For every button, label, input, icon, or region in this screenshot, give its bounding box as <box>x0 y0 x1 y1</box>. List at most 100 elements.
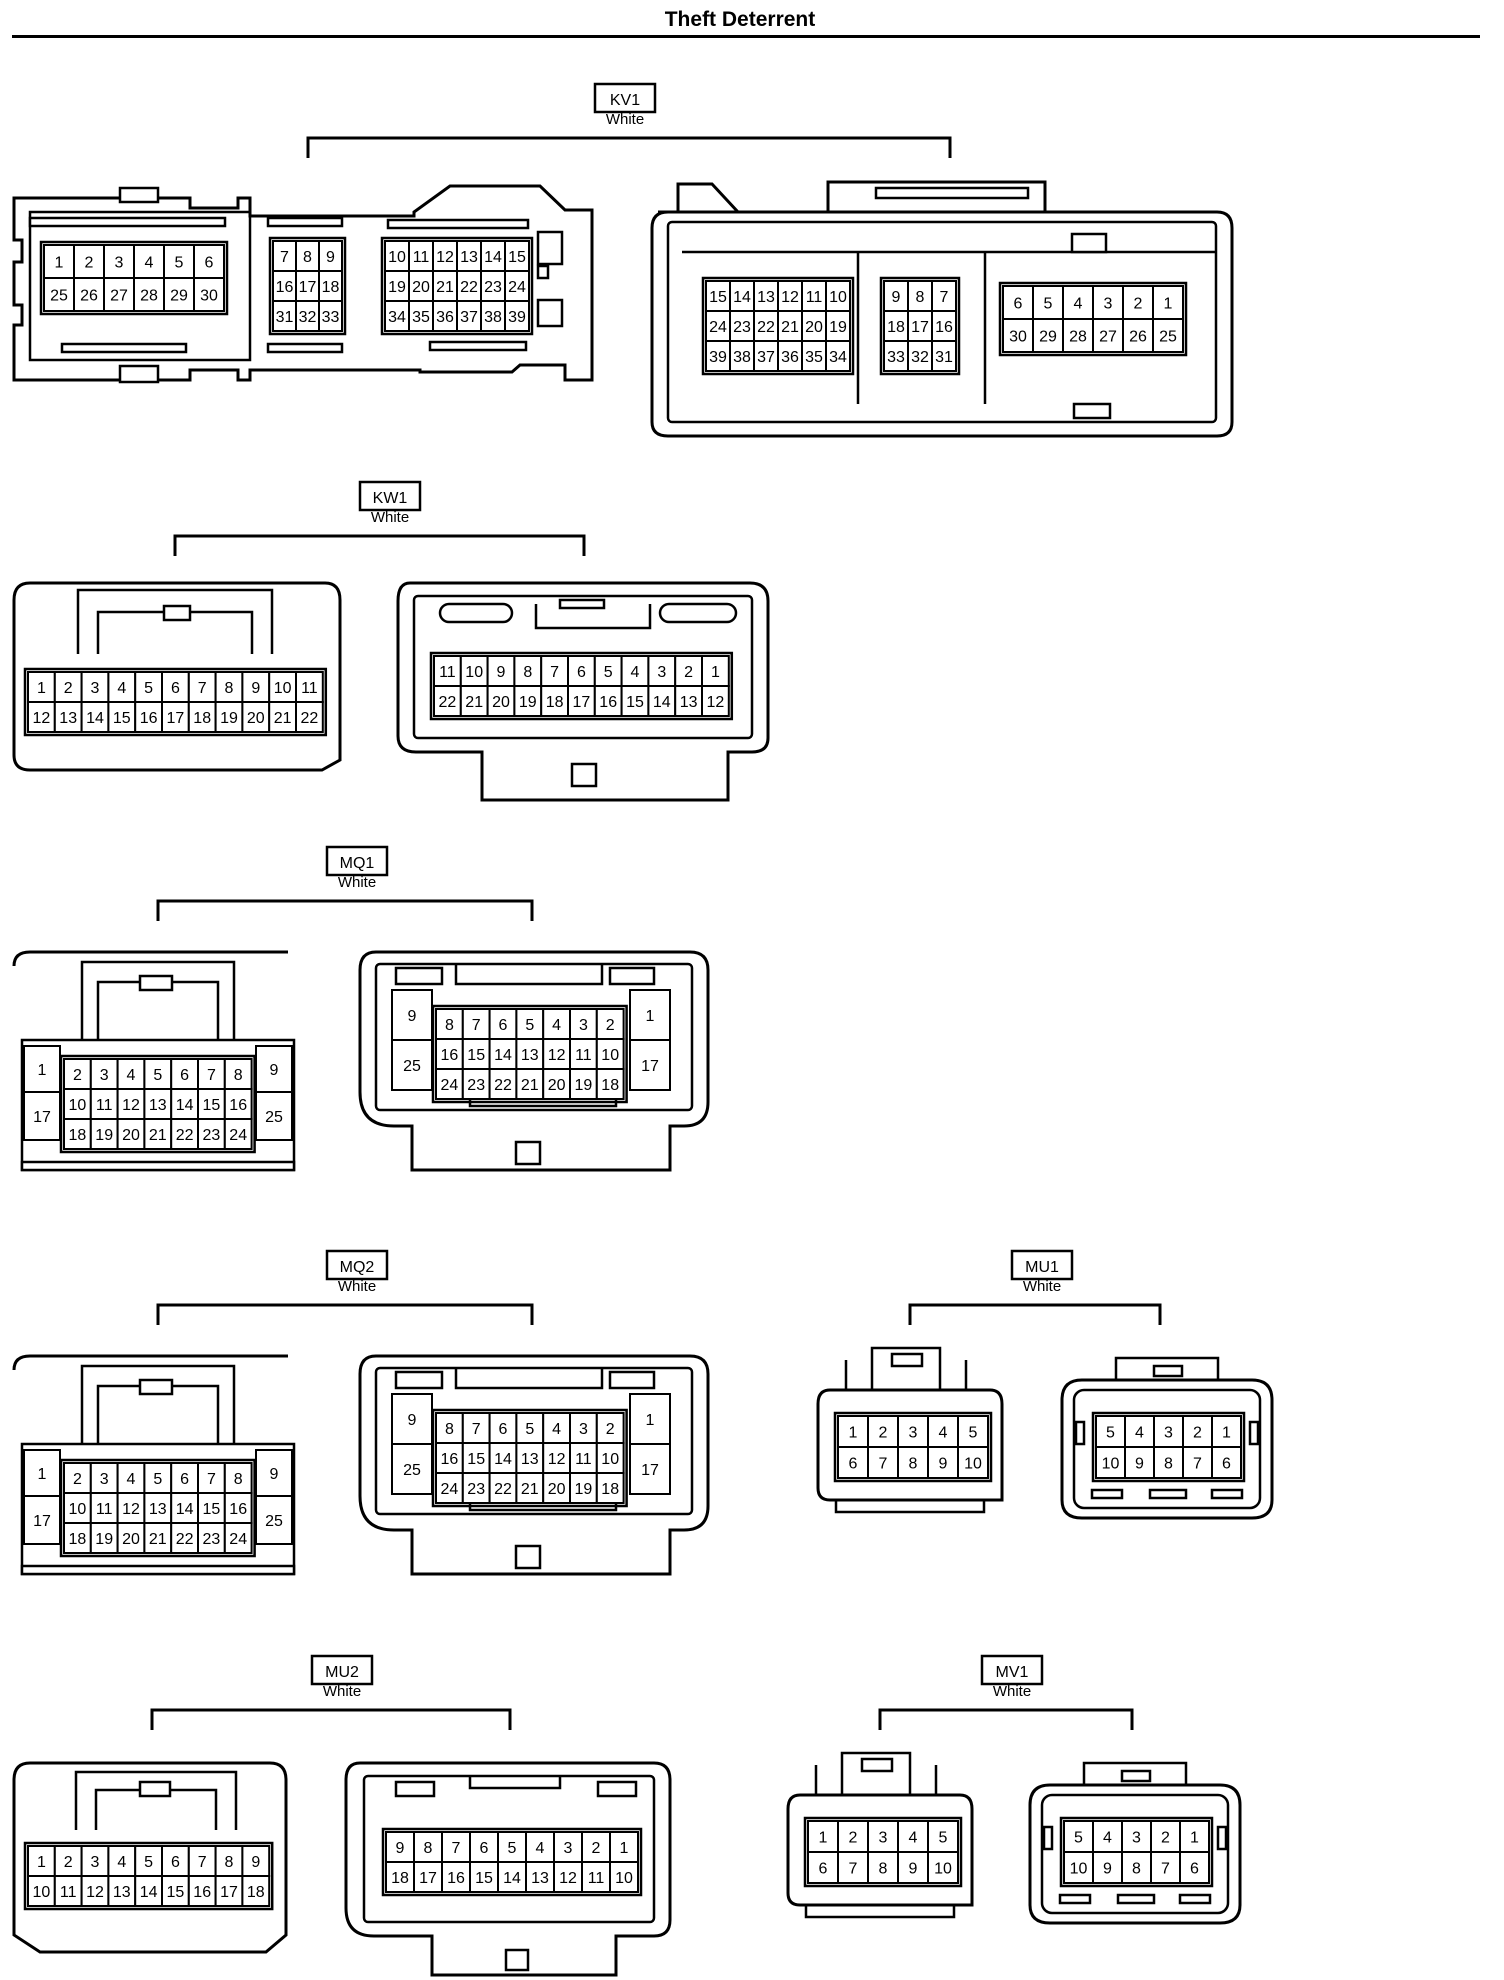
pin-number: 24 <box>229 1127 247 1144</box>
pin-number: 31 <box>935 349 953 366</box>
pin-number: 35 <box>412 309 430 326</box>
pin-number: 3 <box>1104 296 1113 313</box>
pin-block <box>998 281 1188 357</box>
pin-number: 12 <box>781 289 799 306</box>
pin-cell <box>581 1861 611 1893</box>
pin-number: 6 <box>171 680 180 697</box>
mq-right-slot <box>608 1370 656 1390</box>
connector-id-box <box>325 845 389 877</box>
pin-number: 5 <box>153 1471 162 1488</box>
small-left-housing <box>816 1388 1004 1502</box>
pin-number: 13 <box>460 249 478 266</box>
kv1-right-slot <box>1072 402 1112 420</box>
pin-number: 9 <box>892 289 901 306</box>
pin-number: 19 <box>220 710 238 727</box>
pin-cell <box>504 270 530 302</box>
pin-number: 32 <box>911 349 929 366</box>
pin-number: 23 <box>203 1127 221 1144</box>
pin-cell <box>1121 1820 1152 1853</box>
pin-block <box>59 1458 256 1558</box>
pin-cell <box>825 340 851 372</box>
pin-cell <box>593 685 623 717</box>
pin-number: 5 <box>969 1425 978 1442</box>
pin-number: 9 <box>251 680 260 697</box>
pin-number: 17 <box>911 319 929 336</box>
pin-number: 13 <box>531 1870 549 1887</box>
small-right-rail <box>1058 1893 1092 1905</box>
small-left-lock <box>840 1751 912 1795</box>
pin-cell <box>432 270 458 302</box>
pin-number: 24 <box>709 319 727 336</box>
pin-cell <box>27 1845 56 1877</box>
pin-number: 1 <box>37 680 46 697</box>
pin-number: 26 <box>1129 329 1147 346</box>
pin-number: 1 <box>55 255 64 272</box>
pin-cell <box>107 701 137 733</box>
pin-number: 14 <box>494 1451 512 1468</box>
pin-cell <box>801 310 827 342</box>
pin-number: 1 <box>646 1008 655 1025</box>
pin-number: 12 <box>122 1097 140 1114</box>
pin-number: 6 <box>1222 1456 1231 1473</box>
pin-cell <box>255 1091 293 1141</box>
pin-number: 9 <box>270 1062 279 1079</box>
pin-cell <box>542 1068 572 1100</box>
kw1-left-lock-tab <box>162 604 192 622</box>
mu2-right-key <box>468 1776 562 1790</box>
pin-number: 10 <box>1070 1861 1088 1878</box>
pin-number: 34 <box>829 349 847 366</box>
pin-number: 1 <box>37 1854 46 1871</box>
kv1-latch-top <box>118 186 160 204</box>
pin-cell <box>143 1492 173 1524</box>
pin-number: 22 <box>494 1077 512 1094</box>
kv1-rail-top <box>386 218 530 230</box>
pin-number: 2 <box>684 664 693 681</box>
connector-id: KV1 <box>610 92 640 109</box>
pin-number: 8 <box>445 1421 454 1438</box>
pin-number: 1 <box>38 1466 47 1483</box>
pin-number: 4 <box>127 1471 136 1488</box>
kv1-right-rail <box>874 186 1030 200</box>
pin-number: 15 <box>203 1501 221 1518</box>
pin-number: 4 <box>127 1067 136 1084</box>
pin-number: 7 <box>472 1017 481 1034</box>
small-right-housing <box>1028 1783 1242 1925</box>
pin-number: 29 <box>1039 329 1057 346</box>
pin-number: 30 <box>1009 329 1027 346</box>
pin-number: 10 <box>465 664 483 681</box>
pin-number: 10 <box>601 1047 619 1064</box>
small-right-rail <box>1090 1488 1124 1500</box>
kv1-right-housing <box>650 210 1234 438</box>
pin-number: 6 <box>499 1017 508 1034</box>
pin-number: 14 <box>733 289 751 306</box>
pin-cell <box>1182 1446 1213 1479</box>
pin-number: 33 <box>322 309 340 326</box>
pin-number: 4 <box>909 1830 918 1847</box>
pin-number: 7 <box>550 664 559 681</box>
pin-number: 6 <box>171 1854 180 1871</box>
pin-number: 16 <box>193 1884 211 1901</box>
pin-number: 7 <box>472 1421 481 1438</box>
pin-number: 22 <box>439 694 457 711</box>
mq-right-inner <box>374 1366 694 1516</box>
pin-number: 38 <box>733 349 751 366</box>
pin-cell <box>488 1472 518 1504</box>
pin-number: 15 <box>167 1884 185 1901</box>
pin-number: 13 <box>59 710 77 727</box>
kv1-right-key <box>826 180 1047 212</box>
pin-number: 17 <box>641 1058 659 1075</box>
pin-cell <box>214 1875 244 1907</box>
pin-number: 17 <box>299 279 317 296</box>
mu2-right-slot <box>394 1780 436 1798</box>
pin-number: 20 <box>122 1127 140 1144</box>
pin-number: 15 <box>467 1451 485 1468</box>
pin-number: 13 <box>521 1047 539 1064</box>
small-left-housing <box>786 1793 974 1907</box>
pin-number: 6 <box>1190 1861 1199 1878</box>
pin-number: 38 <box>484 309 502 326</box>
pin-cell <box>461 1038 491 1070</box>
pin-number: 6 <box>499 1421 508 1438</box>
pin-number: 18 <box>546 694 564 711</box>
pin-cell <box>1152 318 1184 353</box>
